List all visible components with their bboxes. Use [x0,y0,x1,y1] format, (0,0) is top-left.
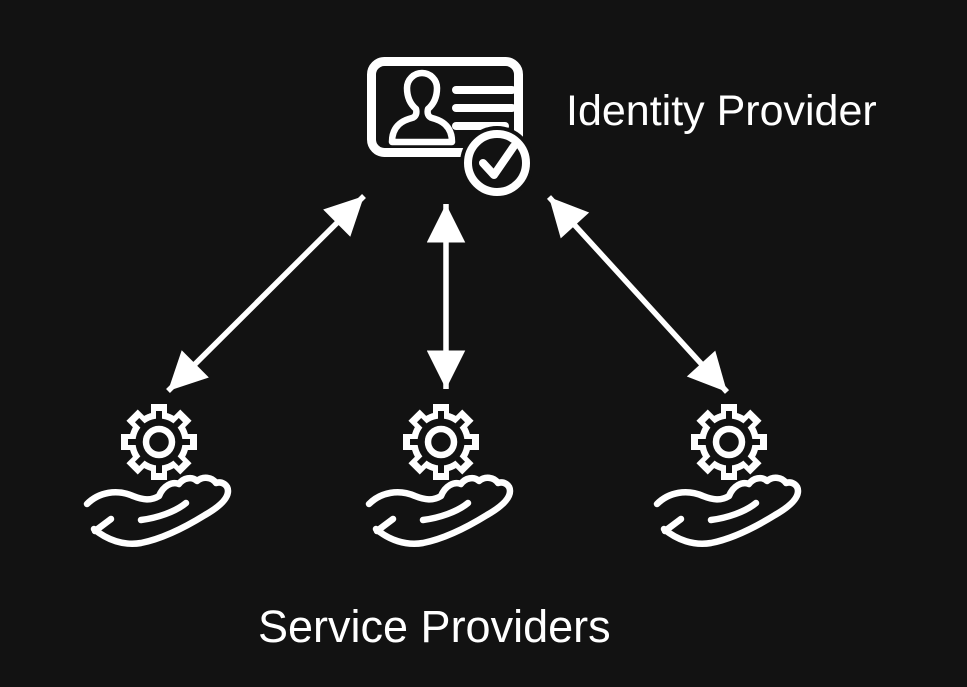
check-circle-icon [464,130,530,196]
gear-icon [403,404,479,480]
id-card-verified-icon [367,57,532,198]
gear-on-hand-icon [83,404,232,547]
identity-provider-label: Identity Provider [566,87,877,135]
open-hand-icon [365,474,514,547]
arrow-idp-to-sp3 [546,195,730,394]
gear-icon [691,404,767,480]
service-providers-label: Service Providers [258,601,611,652]
open-hand-icon [653,474,802,547]
open-hand-icon [83,474,232,547]
gear-on-hand-icon [365,404,514,547]
gear-on-hand-icon [653,404,802,547]
arrow-idp-to-sp1 [166,194,366,393]
gear-icon [121,404,197,480]
